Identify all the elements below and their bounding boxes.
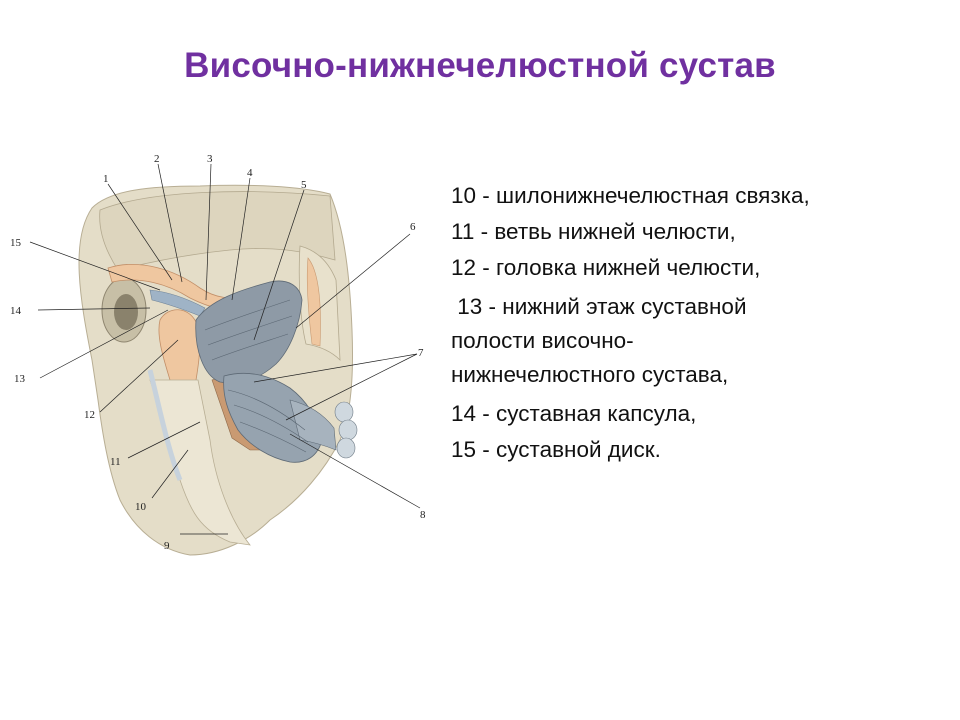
label-4: 4 — [247, 167, 253, 179]
legend-list: 10 - шилонижнечелюстная связка, 11 - вет… — [451, 178, 951, 468]
label-6: 6 — [410, 221, 416, 233]
ear-canal-inner — [114, 294, 138, 330]
label-9: 9 — [164, 540, 170, 552]
label-10: 10 — [135, 501, 147, 513]
label-14: 14 — [10, 305, 22, 317]
label-3: 3 — [207, 153, 213, 165]
label-11: 11 — [110, 456, 121, 468]
joint-capsule — [195, 280, 303, 384]
legend-item-13-line-3: нижнечелюстного сустава, — [451, 362, 729, 387]
label-2: 2 — [154, 153, 160, 165]
label-12: 12 — [84, 409, 95, 421]
legend-item-10: 10 - шилонижнечелюстная связка, — [451, 183, 810, 208]
tmj-drawing: 1 2 3 4 5 6 7 8 9 10 11 12 13 14 15 — [10, 153, 426, 556]
legend-item-13-line-1: 13 - нижний этаж суставной — [451, 294, 747, 319]
legend-item-14: 14 - суставная капсула, — [451, 401, 697, 426]
legend-item-13: 13 - нижний этаж суставной полости височ… — [451, 286, 951, 396]
label-13: 13 — [14, 373, 26, 385]
label-8: 8 — [420, 509, 426, 521]
lateral-ligament — [223, 372, 323, 463]
legend-item-13-line-2: полости височно- — [451, 328, 634, 353]
teeth — [334, 401, 358, 459]
tmj-anatomical-illustration: 1 2 3 4 5 6 7 8 9 10 11 12 13 14 15 — [0, 150, 440, 570]
leader-lines — [29, 163, 421, 535]
stylomandibular-ligament — [147, 369, 183, 481]
legend-item-11: 11 - ветвь нижней челюсти, — [451, 219, 736, 244]
label-1: 1 — [103, 173, 109, 185]
label-5: 5 — [301, 179, 307, 191]
skull-upper — [99, 191, 336, 271]
zygomatic-cartilage — [306, 257, 321, 347]
label-7: 7 — [418, 347, 424, 359]
label-15: 15 — [10, 237, 22, 249]
ligament-fibers — [204, 299, 309, 453]
legend-item-15: 15 - суставной диск. — [451, 437, 661, 462]
slide-title: Височно-нижнечелюстной сустав — [184, 46, 776, 85]
legend-item-12: 12 - головка нижней челюсти, — [451, 255, 761, 280]
